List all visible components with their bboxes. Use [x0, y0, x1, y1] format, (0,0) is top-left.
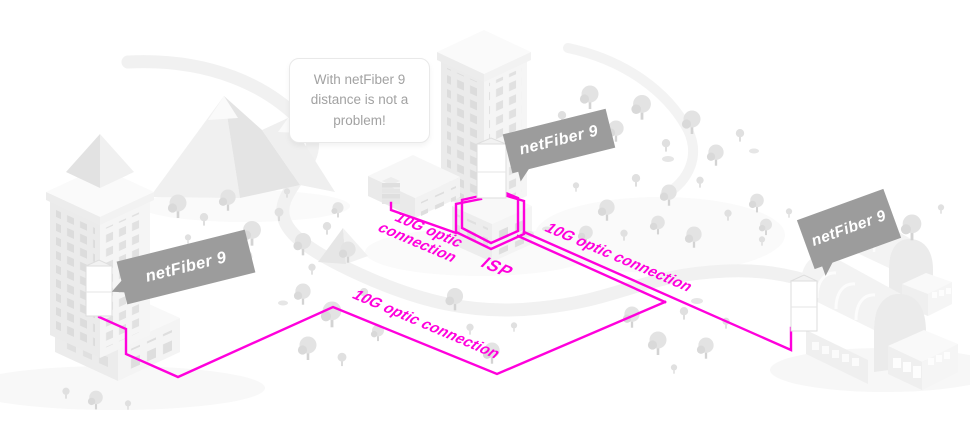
- speech-bubble: With netFiber 9 distance is not a proble…: [289, 58, 430, 143]
- fiber-cabinets: [84, 137, 819, 332]
- server-rack: [382, 177, 400, 204]
- ground-shadows: [0, 190, 970, 410]
- fiber-line-rack: [389, 201, 458, 235]
- fiber-connections: [97, 189, 793, 379]
- mountain: [150, 96, 335, 198]
- banner-label: netFiber 9: [517, 122, 600, 159]
- banner-label: netFiber 9: [143, 247, 229, 286]
- fiber-line-isp-outer: [454, 193, 526, 251]
- fiber-line-isp-lower: [516, 234, 667, 304]
- speech-bubble-text: With netFiber 9 distance is not a proble…: [310, 72, 409, 128]
- fiber-line-isp-inner: [460, 189, 520, 245]
- cabinet-left: [84, 259, 114, 317]
- cabinet-right: [789, 274, 819, 332]
- fiber-line-bottom: [97, 300, 667, 379]
- cabinet-center: [475, 137, 508, 199]
- stones: [278, 148, 759, 306]
- fiber-line-to-right: [522, 230, 793, 352]
- banner-label: netFiber 9: [809, 207, 889, 250]
